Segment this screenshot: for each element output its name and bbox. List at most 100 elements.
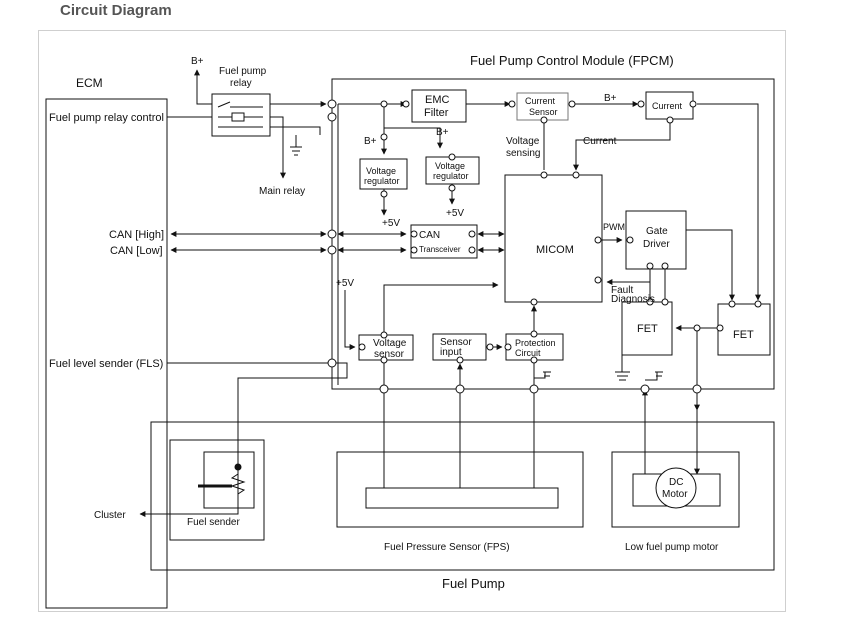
node [530, 298, 538, 306]
node [626, 236, 634, 244]
can-transceiver [410, 224, 478, 259]
node [380, 331, 388, 339]
fet-left-label: FET [637, 323, 658, 335]
ecm-block [45, 98, 168, 609]
pwm-label: PWM [603, 222, 625, 232]
fuel-pump-label: Fuel Pump [442, 576, 505, 591]
can-low-label: CAN [Low] [110, 245, 163, 257]
node [508, 100, 516, 108]
gate-driver-label-1: Gate [646, 226, 668, 237]
fault-diag-label-1: Fault [611, 285, 633, 296]
node [380, 133, 388, 141]
vreg-a-label-1: Voltage [366, 166, 396, 176]
vreg-a-label-2: regulator [364, 176, 400, 186]
node [455, 384, 465, 394]
sensor-input-label-2: input [440, 347, 462, 358]
fuel-sender-block [169, 439, 265, 541]
dc-motor-label-2: Motor [662, 489, 688, 500]
main-relay-label: Main relay [259, 186, 305, 197]
node [327, 99, 337, 109]
node [327, 358, 337, 368]
b-plus-wire [194, 69, 212, 105]
node [327, 229, 337, 239]
node [637, 100, 645, 108]
dc-motor-symbol [655, 467, 697, 509]
node [646, 298, 654, 306]
micom [504, 174, 603, 303]
current-box-label: Current [652, 101, 683, 111]
cluster-label: Cluster [94, 510, 126, 521]
node [380, 100, 388, 108]
micom-label: MICOM [536, 244, 574, 256]
node [380, 356, 388, 364]
b-plus-right-label: B+ [604, 93, 617, 104]
fpcm-label: Fuel Pump Control Module (FPCM) [470, 53, 674, 68]
node [540, 116, 548, 124]
node [728, 300, 736, 308]
node [568, 100, 576, 108]
node [594, 236, 602, 244]
relay-coil [231, 112, 245, 122]
dc-motor-label-1: DC [669, 477, 683, 488]
relay-control-label: Fuel pump relay control [49, 112, 164, 124]
b-plus-mid-label: B+ [364, 136, 377, 147]
node [646, 262, 654, 270]
node [486, 343, 494, 351]
node [358, 343, 366, 351]
can-high-label: CAN [High] [109, 229, 164, 241]
gate-driver-label-2: Driver [643, 239, 670, 250]
node [689, 100, 697, 108]
fps-label: Fuel Pressure Sensor (FPS) [384, 542, 510, 553]
node [410, 230, 418, 238]
b-plus-mid2-label: B+ [436, 127, 449, 138]
node [754, 300, 762, 308]
node [530, 356, 538, 364]
protection-label-2: Circuit [515, 348, 541, 358]
node [379, 384, 389, 394]
fuel-pump-relay [211, 93, 271, 137]
plus5v-b-label: +5V [446, 208, 464, 219]
node [402, 100, 410, 108]
node [640, 384, 650, 394]
node [468, 230, 476, 238]
relay-label-1: Fuel pump [219, 66, 267, 77]
emc-label-2: Filter [424, 107, 449, 119]
diagram-frame [38, 30, 786, 612]
ecm-label: ECM [76, 76, 103, 90]
voltage-sensor-label-2: sensor [374, 349, 405, 360]
vreg-b-label-1: Voltage [435, 161, 465, 171]
fuel-sender-inner [203, 451, 255, 509]
plus5v-a-label: +5V [382, 218, 400, 229]
emc-label-1: EMC [425, 94, 450, 106]
transceiver-label: Transceiver [419, 245, 461, 254]
node [529, 384, 539, 394]
current-sensor-label-2: Sensor [529, 107, 558, 117]
vreg-b-label-2: regulator [433, 171, 469, 181]
page-title: Circuit Diagram [60, 2, 172, 19]
node [716, 324, 724, 332]
node [530, 330, 538, 338]
plus5v-c-label: +5V [336, 278, 354, 289]
node [327, 245, 337, 255]
node [504, 343, 512, 351]
fault-diag-label-2: Diagnosis [611, 294, 655, 305]
node [572, 171, 580, 179]
node [448, 184, 456, 192]
node [661, 262, 669, 270]
motor-block [611, 451, 740, 528]
voltage-sensing-label-2: sensing [506, 148, 540, 159]
node [594, 276, 602, 284]
node [234, 463, 242, 471]
node [692, 384, 702, 394]
relay-label-2: relay [230, 78, 252, 89]
node [456, 356, 464, 364]
gate-driver [625, 210, 687, 270]
node [540, 171, 548, 179]
voltage-sensing-label-1: Voltage [506, 136, 540, 147]
fuel-sender-label: Fuel sender [187, 517, 240, 528]
emc-filter [411, 89, 467, 123]
node [666, 116, 674, 124]
fls-label: Fuel level sender (FLS) [49, 358, 163, 370]
node [327, 112, 337, 122]
